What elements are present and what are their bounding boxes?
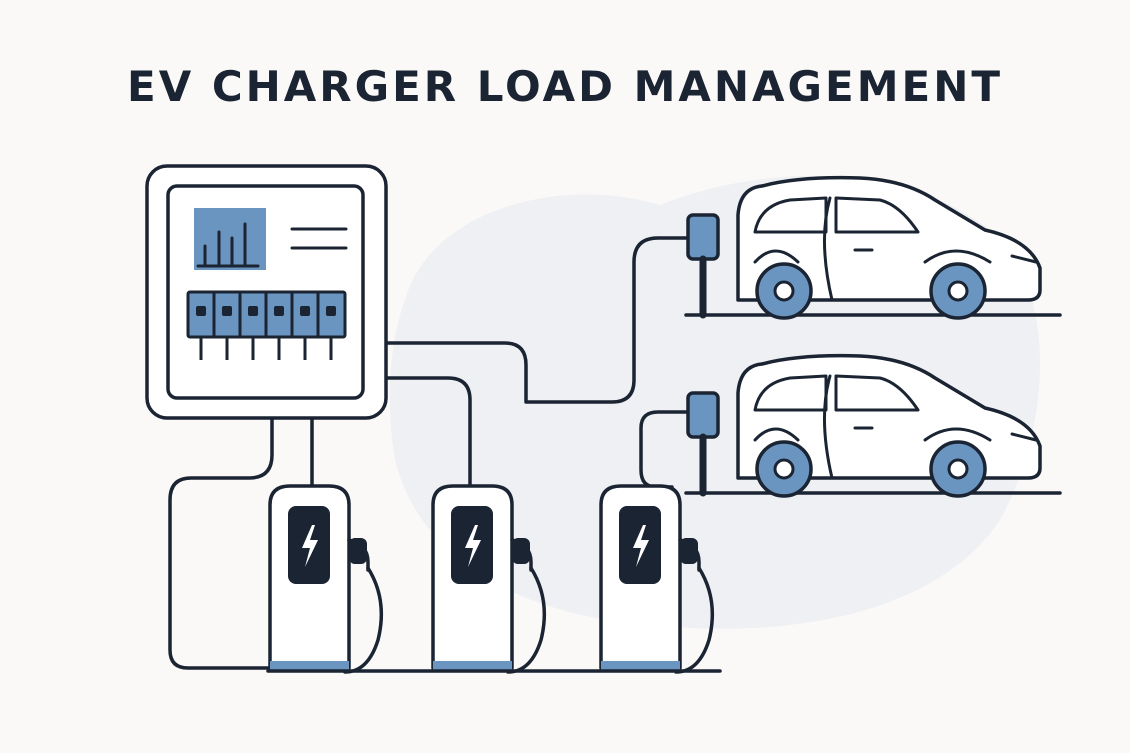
car-wheel bbox=[755, 262, 813, 320]
page-title: EV CHARGER LOAD MANAGEMENT bbox=[127, 62, 1003, 111]
wire-panel-to-charger-3 bbox=[384, 376, 472, 488]
circuit-breaker-icon bbox=[186, 290, 347, 360]
wire-panel-to-charger-1 bbox=[168, 416, 274, 670]
charging-station-icon bbox=[268, 484, 384, 674]
lightning-bolt-icon bbox=[302, 525, 318, 567]
bar-chart-icon bbox=[194, 208, 348, 270]
wire-panel-to-car-1 bbox=[384, 236, 688, 404]
car-wheel bbox=[929, 262, 987, 320]
electric-car-icon bbox=[684, 175, 1062, 320]
